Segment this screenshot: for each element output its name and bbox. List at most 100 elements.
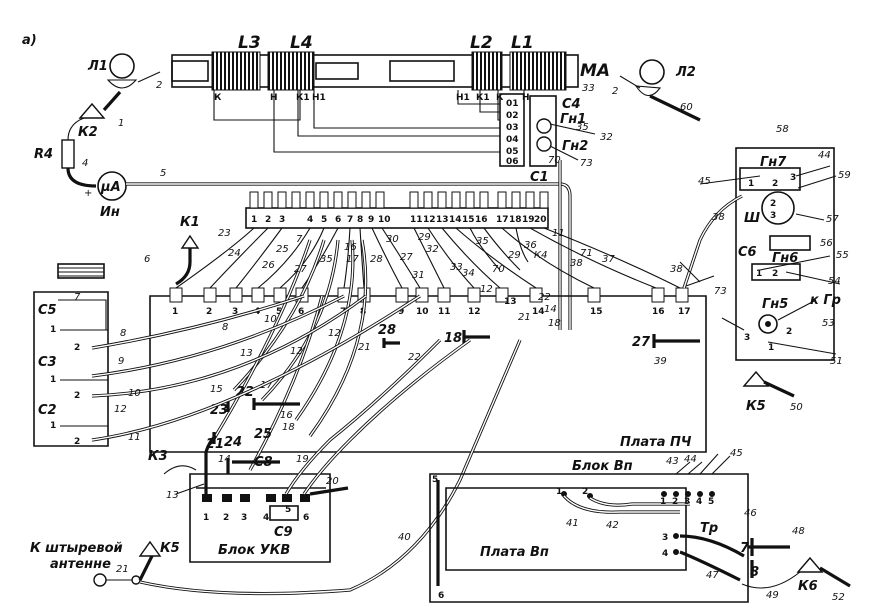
board-pin-row xyxy=(169,287,689,303)
k1-label: К1 xyxy=(180,215,200,230)
wire-number: 16 xyxy=(344,242,357,253)
connector-pin: 15 xyxy=(462,215,475,225)
meter-ua xyxy=(97,171,127,201)
vp-pin: 6 xyxy=(438,591,444,601)
wire-number: 4 xyxy=(82,158,88,169)
wire-number: 33 xyxy=(582,83,595,94)
wire-number: 21 xyxy=(518,312,531,323)
gn7-pin: 2 xyxy=(772,179,778,189)
k5-left-label: К5 xyxy=(160,541,180,556)
ma-terminal: 06 xyxy=(506,157,519,167)
lamp-l2: Л2 2 60 xyxy=(612,59,701,122)
wire-number: 38 xyxy=(712,212,725,223)
connector-pin: 3 xyxy=(279,215,285,225)
ukv-pin: 2 xyxy=(223,513,229,523)
wire-number: 24 xyxy=(228,248,241,259)
c5-pin: 1 xyxy=(50,325,56,335)
board-pin: 5 xyxy=(276,307,282,317)
coil-assembly: L3 L4 L2 L1 MA К Н К1 Н1 Н1 К1 К Н xyxy=(171,33,610,153)
wire-number: 49 xyxy=(766,590,779,601)
board-pin: 17 xyxy=(678,307,691,317)
wire-number: 18 xyxy=(282,422,295,433)
wire-number: 46 xyxy=(744,508,757,519)
figure-tag: а) xyxy=(22,33,37,48)
wire-number: 40 xyxy=(398,532,411,543)
wire-number: 35 xyxy=(576,122,589,133)
sh-pin: 3 xyxy=(770,211,776,221)
sh-pin: 2 xyxy=(770,199,776,209)
c5-label: С5 xyxy=(38,303,57,318)
wire-number: 15 xyxy=(210,384,223,395)
k2-label: К2 xyxy=(78,125,98,140)
connector-strip: 1 2 3 4 5 6 7 8 9 10 11 12 13 14 15 16 1… xyxy=(245,160,565,330)
wire-number: 39 xyxy=(654,356,667,367)
c5-pin: 2 xyxy=(74,343,80,353)
antenna-note-line2: антенне xyxy=(50,557,111,572)
wire-number: 25 xyxy=(276,244,289,255)
l2-n-pin: Н1 xyxy=(456,93,470,103)
ma-terminal: 01 xyxy=(506,99,519,109)
connector-tabs xyxy=(249,191,549,209)
c2-pin: 2 xyxy=(74,437,80,447)
vp-pin: 4 xyxy=(696,497,702,507)
gn1-label: Гн1 xyxy=(560,112,586,127)
connector-pin: 2 xyxy=(265,215,271,225)
c1-label: С1 xyxy=(530,170,549,185)
block-ukv: К3 С8 14 19 20 13 1 2 3 4 5 6 С9 Блок УК… xyxy=(148,338,471,563)
wire-number: 14 xyxy=(218,454,231,465)
board-pin: 10 xyxy=(416,307,429,317)
wire-number: 73 xyxy=(580,158,593,169)
ukv-pin: 4 xyxy=(263,513,269,523)
wire-number: 5 xyxy=(160,168,166,179)
wire-number: 17 xyxy=(260,380,273,391)
wire-number: 29 xyxy=(418,232,431,243)
vp-pin: 5 xyxy=(432,475,438,485)
wire-number: 23 xyxy=(218,228,231,239)
gn2-jack xyxy=(536,136,552,152)
gn7-label: Гн7 xyxy=(760,155,787,170)
wire-number: 16 xyxy=(280,410,293,421)
gn6-pin: 1 xyxy=(756,269,762,279)
wire-number: 27 xyxy=(294,264,307,275)
lamp-l1-label: Л1 xyxy=(87,59,108,74)
wire-number: 12 xyxy=(114,404,127,415)
gn6-pin: 2 xyxy=(772,269,778,279)
vp-pin: 1 xyxy=(660,497,666,507)
board-pch-label: Плата ПЧ xyxy=(620,435,692,450)
wire-number: 2 xyxy=(156,80,162,91)
wire-number: 29 xyxy=(508,250,521,261)
wire-number: 10 xyxy=(128,388,141,399)
block-ukv-label: Блок УКВ xyxy=(218,543,290,558)
board-pin: 13 xyxy=(504,297,517,307)
l4-n-pin: Н1 xyxy=(312,93,326,103)
coil-l1 xyxy=(509,51,567,91)
gn5-pin: 1 xyxy=(768,343,774,353)
wire-number: 17 xyxy=(346,254,359,265)
board-pin: 9 xyxy=(398,307,404,317)
vp-pin: 7 xyxy=(740,541,750,556)
wire-number: 35 xyxy=(476,236,489,247)
connector-pin: 7 xyxy=(347,215,353,225)
wire-number: 14 xyxy=(544,304,557,315)
gn5-pin: 2 xyxy=(786,327,792,337)
wire-number: 18 xyxy=(548,318,561,329)
wire-number: 54 xyxy=(828,276,841,287)
connector-pin: 1 xyxy=(251,215,257,225)
k1-connector: К1 6 xyxy=(144,215,200,286)
l2-k-pin: К1 xyxy=(476,93,490,103)
resistor-r4 xyxy=(61,139,75,169)
board-pin: 14 xyxy=(532,307,545,317)
wire-number: 22 xyxy=(408,352,421,363)
wire-number: 13 xyxy=(166,490,179,501)
wire-number: 59 xyxy=(838,170,851,181)
wire-number: 57 xyxy=(826,214,839,225)
wire-number: 71 xyxy=(580,248,593,259)
vp-pin: 3 xyxy=(684,497,690,507)
wire-number: 11 xyxy=(128,432,141,443)
coil-l2-label: L2 xyxy=(470,33,493,53)
tr-label: Тр xyxy=(700,521,718,536)
c9-label: С9 xyxy=(274,525,293,540)
c6-label: С6 xyxy=(738,245,757,260)
coil-l1-label: L1 xyxy=(511,33,534,53)
antenna-loop xyxy=(93,573,107,587)
